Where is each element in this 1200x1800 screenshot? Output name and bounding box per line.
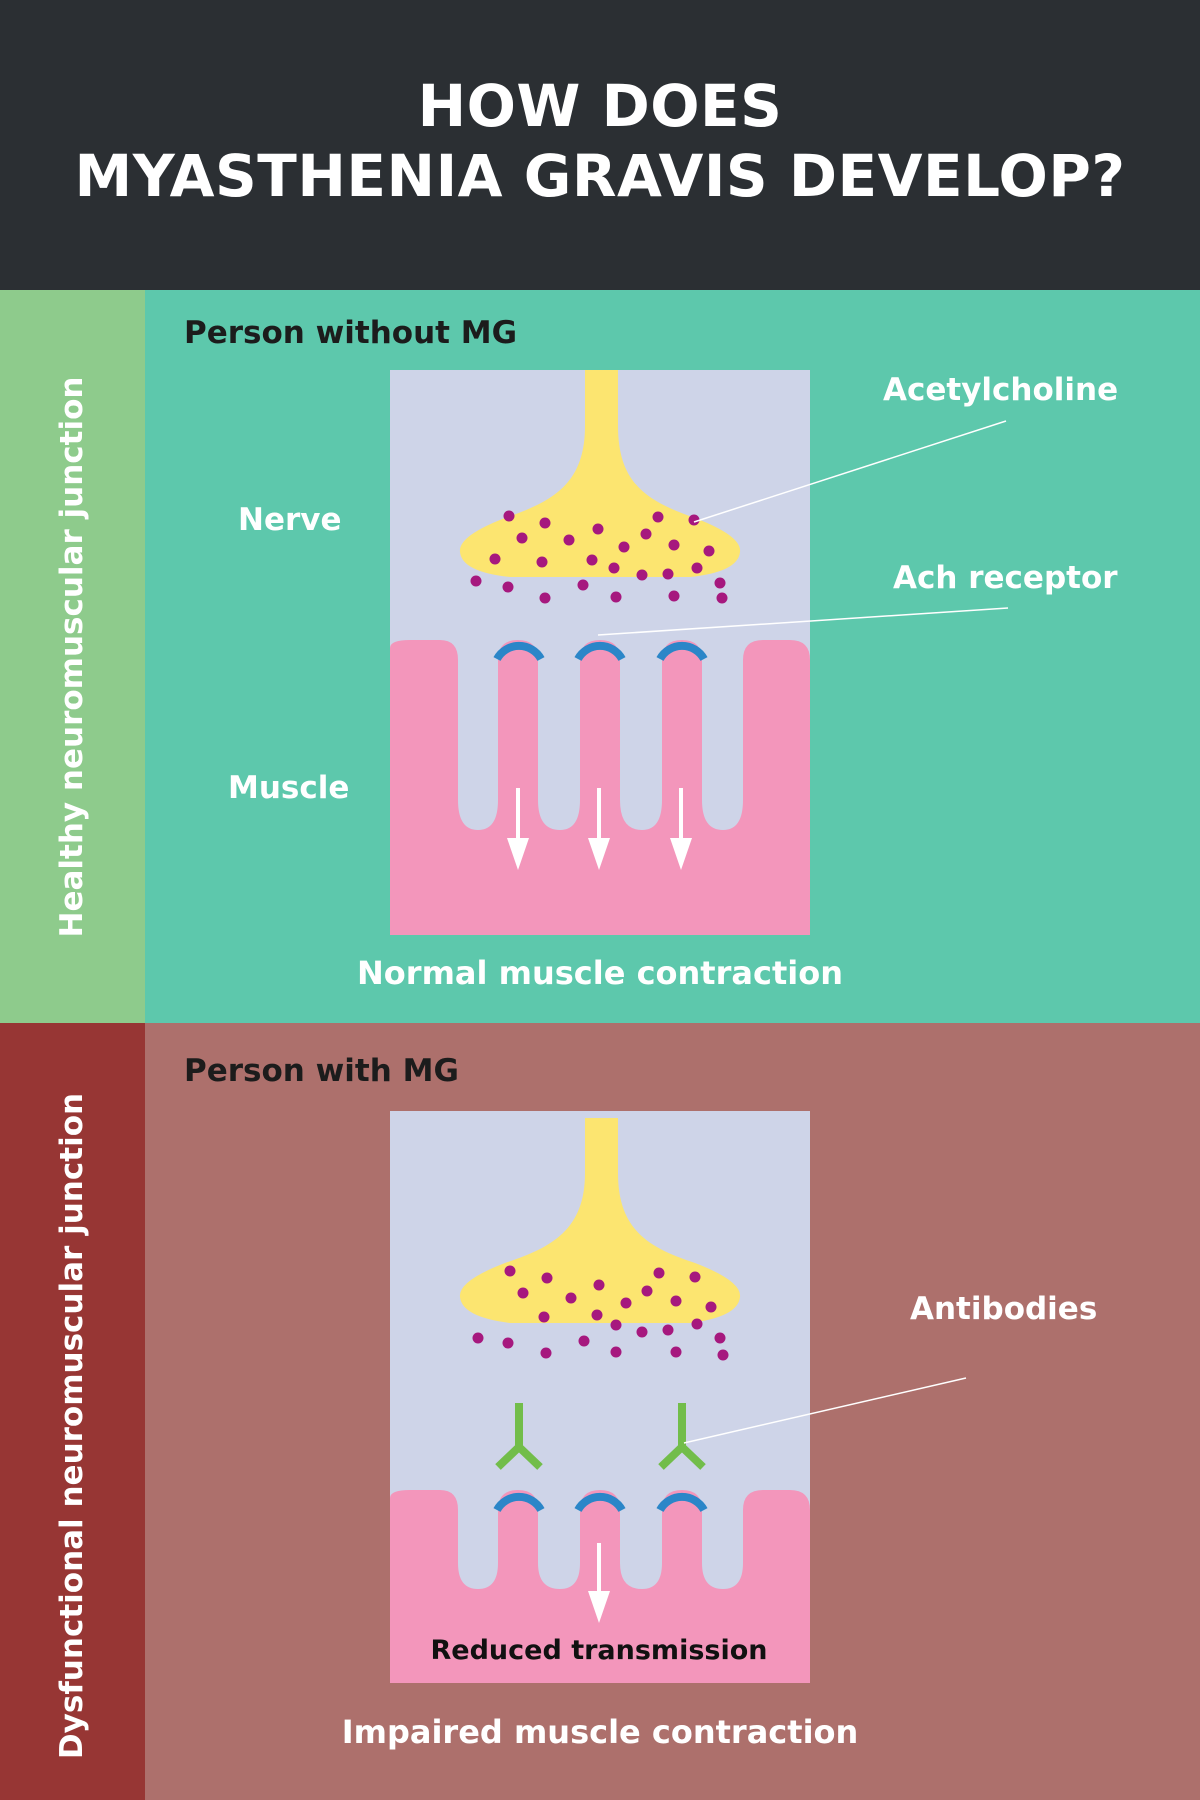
dysfunctional-heading: Person with MG	[184, 1053, 459, 1089]
antibody-2	[658, 1403, 706, 1470]
healthy-panel: Healthy neuromuscular junction Person wi…	[0, 290, 1200, 1023]
muscle	[390, 640, 810, 935]
dysfunctional-junction-diagram: Reduced transmission	[390, 1111, 967, 1683]
header: HOW DOES MYASTHENIA GRAVIS DEVELOP?	[0, 0, 1200, 290]
ach-receptors	[493, 1492, 708, 1513]
ach-receptor-2	[574, 1492, 626, 1513]
dysfunctional-panel: Dysfunctional neuromuscular junction Per…	[0, 1023, 1200, 1800]
ach-receptors	[493, 641, 708, 662]
ach-receptor-pointer	[597, 607, 1009, 636]
ach-receptor-1	[493, 641, 545, 662]
healthy-heading: Person without MG	[184, 315, 518, 351]
ach-receptor-3	[656, 1492, 708, 1513]
healthy-junction-diagram	[390, 370, 1009, 935]
dysfunctional-side-bar: Dysfunctional neuromuscular junction	[0, 1023, 145, 1800]
dysfunctional-caption: Impaired muscle contraction	[341, 1713, 859, 1751]
acetylcholine-molecules	[470, 510, 728, 604]
healthy-side-bar: Healthy neuromuscular junction	[0, 290, 145, 1023]
antibody-1	[495, 1403, 543, 1470]
antibodies-label: Antibodies	[910, 1291, 1098, 1327]
nerve-terminal	[459, 370, 741, 577]
signal-arrows	[507, 788, 692, 870]
acetylcholine-molecules	[472, 1265, 729, 1361]
ach-receptor-label: Ach receptor	[893, 560, 1118, 596]
reduced-transmission-label: Reduced transmission	[431, 1635, 768, 1666]
ach-receptor-2	[574, 641, 626, 662]
acetylcholine-label: Acetylcholine	[883, 372, 1119, 408]
ach-receptor-1	[493, 1492, 545, 1513]
healthy-caption: Normal muscle contraction	[357, 954, 843, 992]
signal-arrow	[588, 1543, 610, 1623]
acetylcholine-pointer	[693, 420, 1007, 523]
nerve-label: Nerve	[238, 502, 342, 538]
title-line-1: HOW DOES	[417, 72, 783, 140]
antibodies-pointer	[683, 1377, 967, 1444]
nerve-terminal	[459, 1118, 741, 1323]
ach-receptor-3	[656, 641, 708, 662]
title-line-2: MYASTHENIA GRAVIS DEVELOP?	[74, 142, 1126, 210]
muscle-label: Muscle	[228, 770, 350, 806]
antibodies	[495, 1403, 706, 1470]
